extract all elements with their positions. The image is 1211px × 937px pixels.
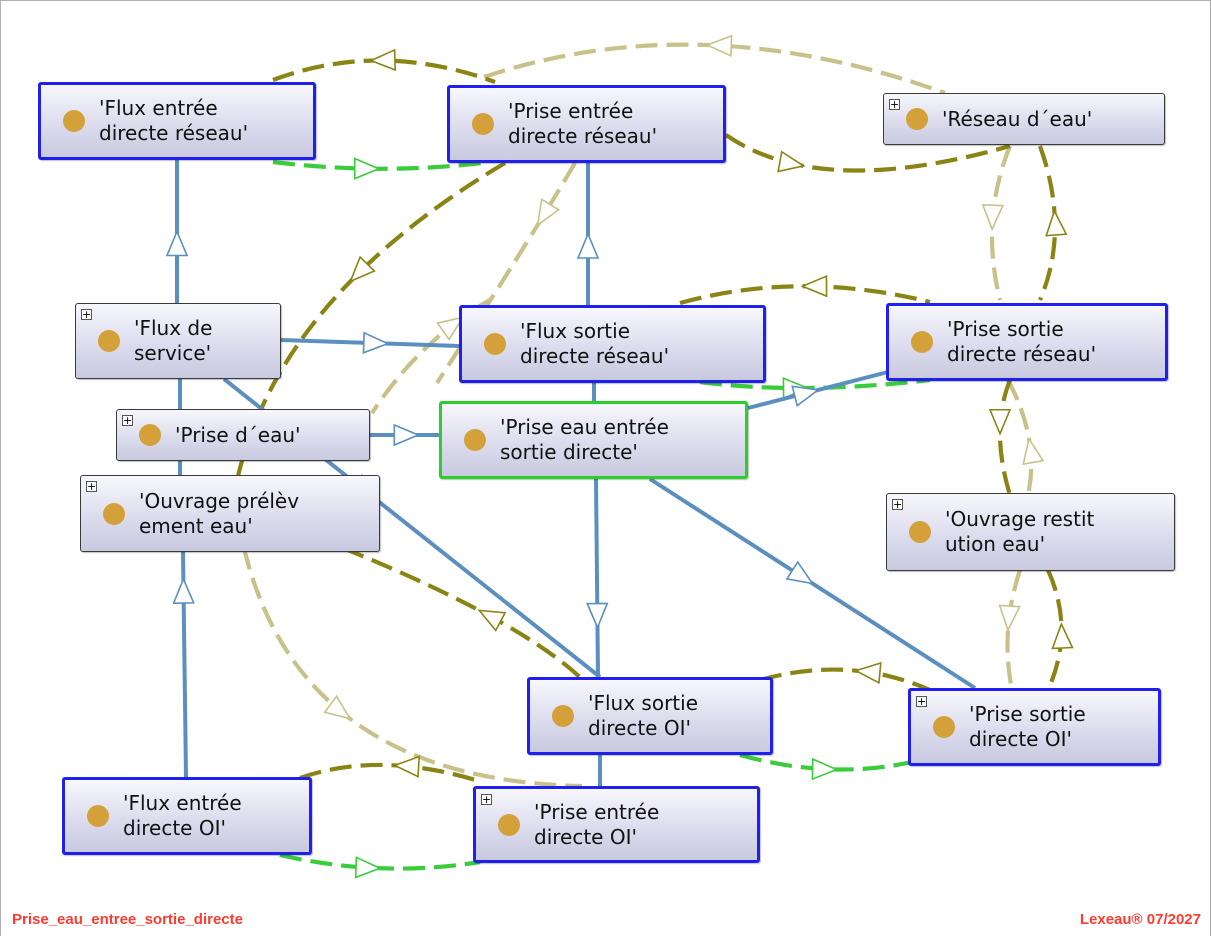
subclass-arrow-icon [576, 231, 600, 259]
node-prise-sortie-directe-oi[interactable]: + 'Prise sortie directe OI' [908, 688, 1161, 766]
relation-arrow-icon [705, 34, 733, 58]
individual-dot-icon [484, 333, 506, 355]
relation-arrow-icon [988, 408, 1012, 436]
relation-arrow-icon [777, 150, 806, 173]
individual-dot-icon [63, 110, 85, 132]
expand-icon[interactable]: + [889, 98, 900, 111]
individual-dot-icon [552, 705, 574, 727]
node-label: 'Ouvrage prélèv ement eau' [139, 489, 300, 538]
relation-edge [1006, 379, 1034, 496]
individual-dot-icon [498, 814, 520, 836]
relation-arrow-icon [392, 755, 421, 778]
relation-arrow-icon [323, 694, 352, 720]
relation-arrow-icon [1022, 436, 1045, 466]
expand-icon[interactable]: + [481, 793, 492, 806]
relation-arrow-icon [1051, 621, 1074, 650]
relation-arrow-icon [477, 609, 507, 632]
subclass-edge [594, 478, 600, 678]
diagram-name-label: Prise_eau_entree_sortie_directe [12, 911, 243, 928]
relation-edge [724, 133, 1011, 173]
relation-arrow-icon [368, 48, 397, 72]
relation-edge [679, 284, 931, 306]
individual-dot-icon [933, 716, 955, 738]
node-reseau-eau[interactable]: + 'Réseau d´eau' [883, 93, 1165, 145]
node-flux-de-service[interactable]: + 'Flux de service' [75, 303, 281, 379]
individual-dot-icon [911, 331, 933, 353]
individual-dot-icon [98, 330, 120, 352]
subclass-arrow-icon [172, 576, 195, 604]
node-prise-sortie-directe-reseau[interactable]: 'Prise sortie directe réseau' [886, 303, 1168, 381]
relation-arrow-icon [536, 197, 561, 227]
node-flux-sortie-directe-oi[interactable]: 'Flux sortie directe OI' [527, 677, 773, 755]
node-flux-entree-directe-reseau[interactable]: 'Flux entrée directe réseau' [38, 82, 316, 160]
node-prise-eau[interactable]: + 'Prise d´eau' [116, 409, 370, 461]
relation-arrow-icon [354, 856, 383, 879]
relation-arrow-icon [800, 274, 828, 298]
relation-edge [997, 379, 1013, 496]
copyright-label: Lexeau® 07/2027 [1079, 911, 1201, 928]
individual-dot-icon [906, 108, 928, 130]
relation-arrow-icon [853, 661, 882, 685]
relation-arrow-icon [349, 255, 376, 283]
node-prise-entree-directe-reseau[interactable]: 'Prise entrée directe réseau' [447, 85, 726, 163]
expand-icon[interactable]: + [892, 498, 903, 511]
subclass-arrow-icon [586, 602, 609, 630]
expand-icon[interactable]: + [86, 480, 97, 493]
relation-arrow-icon [353, 157, 381, 180]
individual-dot-icon [139, 424, 161, 446]
subclass-arrow-icon [785, 560, 815, 585]
individual-dot-icon [87, 805, 109, 827]
subclass-arrow-icon [791, 385, 821, 408]
node-flux-sortie-directe-reseau[interactable]: 'Flux sortie directe réseau' [459, 305, 766, 383]
node-flux-entree-directe-oi[interactable]: 'Flux entrée directe OI' [62, 777, 312, 855]
node-prise-eau-entree-sortie-directe[interactable]: 'Prise eau entrée sortie directe' [439, 401, 748, 479]
node-label: 'Prise entrée directe réseau' [508, 99, 658, 148]
relation-edge [225, 161, 507, 546]
expand-icon[interactable]: + [122, 414, 133, 427]
individual-dot-icon [464, 429, 486, 451]
node-label: 'Ouvrage restit ution eau' [945, 507, 1095, 556]
individual-dot-icon [103, 503, 125, 525]
subclass-arrow-icon [393, 423, 421, 447]
relation-edge [739, 752, 913, 772]
node-label: 'Flux de service' [134, 316, 213, 365]
relation-edge [279, 852, 481, 871]
node-label: 'Flux entrée directe OI' [123, 791, 242, 840]
relation-arrow-icon [998, 604, 1021, 633]
individual-dot-icon [909, 521, 931, 543]
relation-arrow-icon [1045, 208, 1068, 237]
relation-edge [241, 547, 583, 789]
relation-arrow-icon [436, 316, 465, 341]
node-label: 'Flux sortie directe OI' [588, 691, 699, 740]
relation-edge [1046, 569, 1064, 691]
node-label: 'Flux sortie directe réseau' [520, 319, 670, 368]
node-label: 'Prise sortie directe réseau' [947, 317, 1097, 366]
relation-edge [759, 667, 931, 692]
expand-icon[interactable]: + [916, 695, 927, 708]
node-label: 'Prise d´eau' [175, 423, 301, 447]
relation-arrow-icon [811, 757, 839, 781]
expand-icon[interactable]: + [81, 308, 92, 321]
node-label: 'Flux entrée directe réseau' [99, 96, 249, 145]
node-label: 'Réseau d´eau' [942, 107, 1093, 131]
subclass-arrow-icon [362, 331, 390, 354]
node-label: 'Prise eau entrée sortie directe' [500, 415, 669, 464]
node-ouvrage-prelevement-eau[interactable]: + 'Ouvrage prélèv ement eau' [80, 475, 380, 552]
individual-dot-icon [472, 113, 494, 135]
subclass-arrow-icon [165, 229, 189, 257]
node-ouvrage-restitution-eau[interactable]: + 'Ouvrage restit ution eau' [886, 493, 1175, 571]
relation-edge [1005, 569, 1022, 691]
node-label: 'Prise entrée directe OI' [534, 800, 660, 849]
relation-arrow-icon [981, 204, 1005, 232]
node-prise-entree-directe-oi[interactable]: + 'Prise entrée directe OI' [473, 786, 760, 863]
node-label: 'Prise sortie directe OI' [969, 702, 1086, 751]
relation-edge [299, 762, 483, 785]
